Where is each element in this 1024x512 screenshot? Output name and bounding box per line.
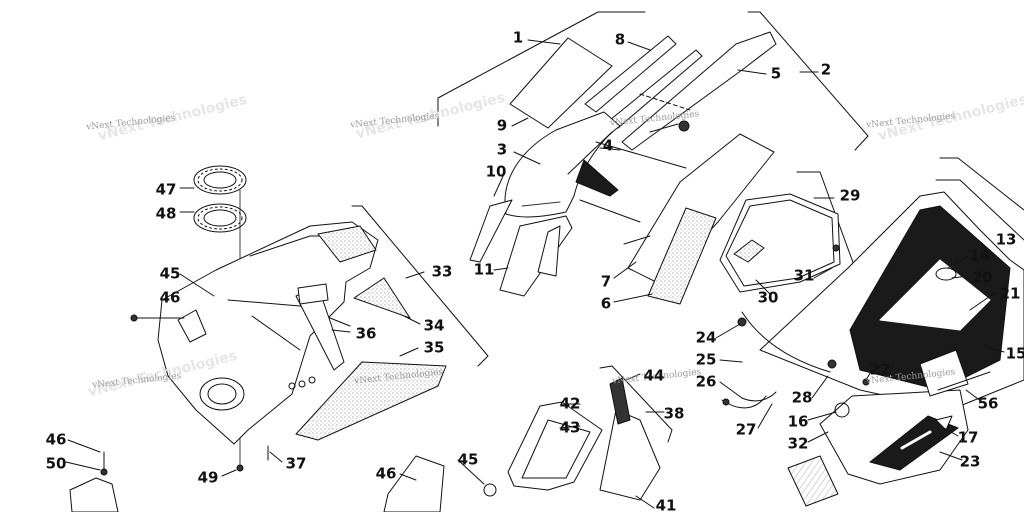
- part-48-gasket: [193, 203, 247, 233]
- callout-7: 7: [600, 272, 612, 291]
- callout-10: 10: [485, 162, 507, 181]
- part-30-lid: [733, 239, 765, 263]
- part-6-pad: [647, 207, 717, 305]
- callout-6: 6: [600, 294, 612, 313]
- callout-3: 3: [496, 140, 508, 159]
- callout-17: 17: [957, 428, 979, 447]
- callout-36: 36: [355, 324, 377, 343]
- callout-26: 26: [695, 372, 717, 391]
- part-46-bracket: [383, 455, 445, 512]
- part-34-pad: [353, 277, 411, 319]
- bracket-1x: [939, 157, 1024, 211]
- callout-8: 8: [614, 30, 626, 49]
- callout-48: 48: [155, 204, 177, 223]
- callout-41: 41: [655, 496, 677, 512]
- part-4-dark-stripe: [575, 159, 619, 197]
- callout-38: 38: [663, 404, 685, 423]
- callout-28: 28: [791, 388, 813, 407]
- callout-22: 22: [869, 360, 891, 379]
- callout-56: 56: [977, 394, 999, 413]
- callout-32: 32: [787, 434, 809, 453]
- part-23-lower-hood: [819, 389, 969, 485]
- callout-14: 14: [969, 246, 991, 265]
- part-8-strip: [584, 35, 677, 113]
- callout-11: 11: [473, 260, 495, 279]
- callout-29: 29: [839, 186, 861, 205]
- callout-24: 24: [695, 328, 717, 347]
- callout-35: 35: [423, 338, 445, 357]
- part-32-plate: [787, 455, 839, 507]
- callout-46-edge: 46: [45, 430, 67, 449]
- callout-49: 49: [197, 468, 219, 487]
- bracket-13: [935, 179, 1024, 241]
- callout-9: 9: [496, 116, 508, 135]
- callout-15: 15: [1005, 344, 1024, 363]
- callout-42: 42: [559, 394, 581, 413]
- part-50-fragment: [69, 477, 119, 512]
- part-38-panel: [599, 409, 661, 501]
- bracket-1: [437, 11, 646, 127]
- callout-2: 2: [820, 60, 832, 79]
- part-11-lower-panel: [499, 215, 573, 297]
- part-9-windshield: [509, 37, 613, 129]
- callout-45-left: 45: [159, 264, 181, 283]
- part-10-side-panel: [469, 199, 513, 263]
- part-47-gasket: [193, 165, 247, 195]
- bracket-38: [599, 365, 673, 443]
- callout-31: 31: [793, 266, 815, 285]
- callout-43: 43: [559, 418, 581, 437]
- callout-30: 30: [757, 288, 779, 307]
- bracket-33: [351, 205, 489, 367]
- callout-1: 1: [512, 28, 524, 47]
- callout-47: 47: [155, 180, 177, 199]
- callout-20: 20: [971, 268, 993, 287]
- callout-45-lower: 45: [457, 450, 479, 469]
- callout-16: 16: [787, 412, 809, 431]
- callout-37: 37: [285, 454, 307, 473]
- callout-4: 4: [602, 136, 614, 155]
- callout-25: 25: [695, 350, 717, 369]
- callout-27: 27: [735, 420, 757, 439]
- callout-46-left: 46: [159, 288, 181, 307]
- callout-34: 34: [423, 316, 445, 335]
- callout-46-lower: 46: [375, 464, 397, 483]
- part-35-pad: [295, 361, 447, 441]
- callout-5: 5: [770, 64, 782, 83]
- bracket-2: [747, 11, 869, 151]
- part-2-trim: [621, 31, 777, 151]
- part-29-housing: [719, 193, 841, 293]
- callout-44: 44: [643, 366, 665, 385]
- callout-21: 21: [999, 284, 1021, 303]
- callout-33: 33: [431, 262, 453, 281]
- callout-23: 23: [959, 452, 981, 471]
- part-56-plate: [919, 349, 969, 397]
- callout-13: 13: [995, 230, 1017, 249]
- part-3-hood-nose: [504, 111, 621, 218]
- callout-50: 50: [45, 454, 67, 473]
